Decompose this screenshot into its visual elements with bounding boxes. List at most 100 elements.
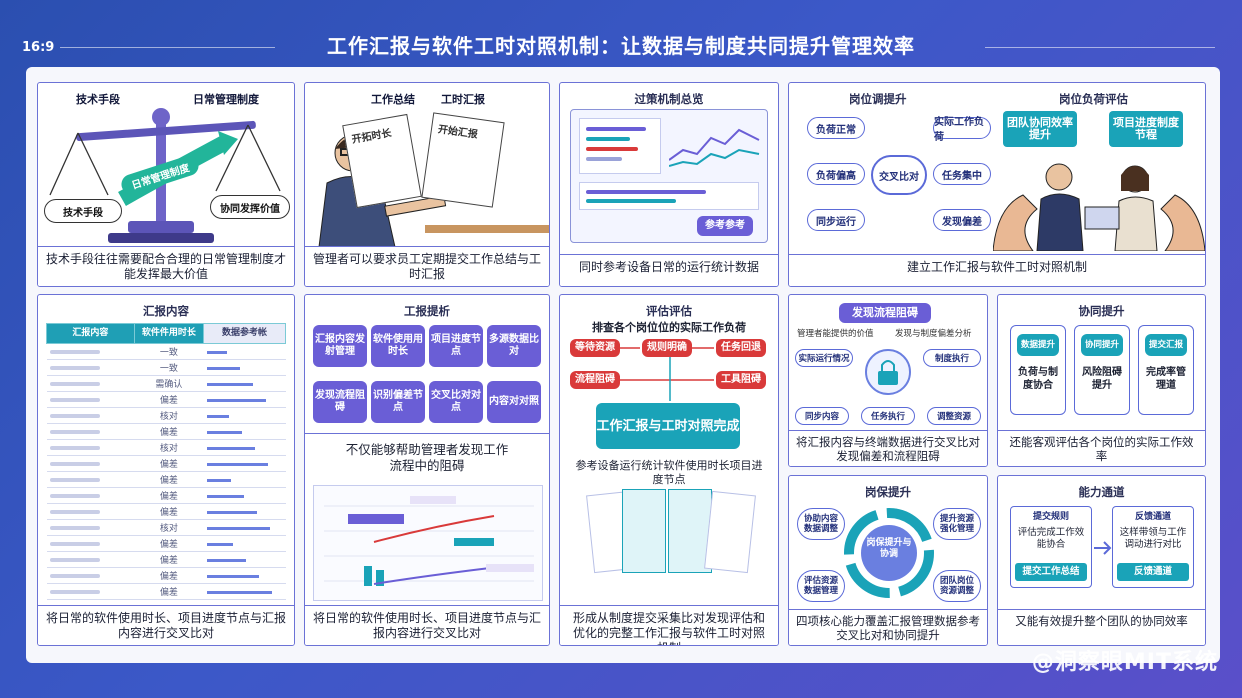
metric-card: 协同提升 风险阻碍提升: [1074, 325, 1130, 415]
flow-arrows-icon: [620, 347, 714, 401]
arrow-right-icon: [1094, 541, 1112, 555]
panel-title: 反馈通道: [1134, 512, 1171, 522]
center-complete-box: 工作汇报与工时对照完成: [596, 403, 740, 449]
reference-button[interactable]: 参考参考: [697, 216, 753, 236]
cell-content: [46, 567, 135, 584]
caption: 四项核心能力覆盖汇报管理数据参考交叉比对和协同提升: [789, 609, 987, 645]
card-report-content-table: 汇报内容 汇报内容 软件件用时长 数据参考帐 一致一致需确认偏差核对偏差核对偏差…: [37, 294, 295, 646]
card-tech-vs-management: 技术手段 日常管理制度 日常管理制度 技术手段 协同发挥价值 技术手段往往需要配…: [37, 82, 295, 287]
cell-content: [46, 359, 135, 376]
title-chip: 发现流程阻碍: [839, 303, 931, 323]
cell-reference: [203, 471, 286, 488]
card-title: 评估评估: [646, 304, 692, 318]
table-row: 偏差: [46, 567, 286, 584]
node-f: 调整资源: [927, 407, 981, 425]
infographic-board: 技术手段 日常管理制度 日常管理制度 技术手段 协同发挥价值 技术手段往往需要配…: [26, 67, 1220, 663]
submit-summary-button[interactable]: 提交工作总结: [1015, 563, 1087, 581]
cell-content: [46, 375, 135, 392]
line-chart-icon: [669, 128, 760, 167]
caption: 建立工作汇报与软件工时对照机制: [789, 254, 1205, 286]
table-row: 偏差: [46, 471, 286, 488]
cell-status: 需确认: [134, 375, 204, 392]
cell-reference: [203, 391, 286, 408]
chip-cross-compare: 交叉比对对点: [429, 381, 483, 423]
table-row: 偏差: [46, 583, 286, 600]
card-title: 协同提升: [1078, 304, 1125, 318]
project-progress-box: 项目进度制度节程: [1109, 111, 1183, 147]
chip-deviation-node: 识别偏差节点: [371, 381, 425, 423]
timeline-icon: [324, 496, 534, 586]
col-header: 汇报内容: [46, 323, 135, 344]
cycle-center: 岗保提升与协调: [866, 538, 912, 559]
cell-reference: [203, 343, 286, 360]
document-left: 开拓时长: [342, 113, 422, 209]
chip-content-compare: 内容对对照: [487, 381, 541, 423]
table-row: 核对: [46, 519, 286, 536]
cell-status: 偏差: [134, 455, 204, 472]
chip-flow-blocker: 发现流程阻碍: [313, 381, 367, 423]
col-header: 数据参考帐: [203, 323, 286, 344]
cell-content: [46, 535, 135, 552]
node-deviation: 发现偏差: [933, 209, 991, 231]
chip-report-content: 汇报内容发射管理: [313, 325, 367, 367]
metric-badge: 数据提升: [1017, 334, 1059, 356]
card-title: 能力通道: [1078, 485, 1125, 499]
card-cross-compare: 岗位调提升 岗位负荷评估 负荷正常 负荷偏高 同步运行 交叉比对 实际工作负荷 …: [788, 82, 1206, 287]
cell-status: 偏差: [134, 551, 204, 568]
cell-reference: [203, 503, 286, 520]
cell-reference: [203, 487, 286, 504]
mid-text: 不仅能够帮助管理者发现工作流程中的阻碍: [305, 433, 549, 482]
card-title: 汇报内容: [143, 304, 189, 318]
caption: 又能有效提升整个团队的协同效率: [998, 609, 1205, 645]
feedback-channel-button[interactable]: 反馈通道: [1117, 563, 1189, 581]
table-row: 偏差: [46, 423, 286, 440]
cell-status: 偏差: [134, 583, 204, 600]
node-3: 评估资源数据管理: [797, 570, 845, 602]
header: 16:9 工作汇报与软件工时对照机制：让数据与制度共同提升管理效率: [0, 0, 1242, 66]
cell-content: [46, 407, 135, 424]
node-e: 任务执行: [861, 407, 915, 425]
panel-body: 这样带领与工作调动进行对比: [1119, 527, 1187, 550]
title-right: 岗位负荷评估: [1059, 92, 1128, 106]
node-c: 制度执行: [923, 349, 981, 367]
node-sync: 同步运行: [807, 209, 865, 231]
table-row: 一致: [46, 343, 286, 360]
panel-title: 提交规则: [1032, 512, 1069, 522]
metric-badge: 协同提升: [1081, 334, 1123, 356]
card-report-submission: 工作总结 工时汇报 开拓时长 开始汇报 管理者可以要求员工定期提交工作总结与工时…: [304, 82, 550, 287]
timeline-chart: [313, 485, 543, 601]
submit-panel: 提交规则 评估完成工作效能协合 提交工作总结: [1010, 506, 1092, 588]
card-capability-channel: 能力通道 提交规则 评估完成工作效能协合 提交工作总结 反馈通道 这样带领与工作…: [997, 475, 1206, 646]
node-concentrated: 任务集中: [933, 163, 991, 185]
cell-reference: [203, 375, 286, 392]
cell-content: [46, 439, 135, 456]
cell-status: 偏差: [134, 391, 204, 408]
chip-tool-block: 工具阻碍: [716, 371, 766, 389]
cell-content: [46, 343, 135, 360]
team-efficiency-box: 团队协同效率提升: [1003, 111, 1077, 147]
page-title: 工作汇报与软件工时对照机制：让数据与制度共同提升管理效率: [327, 34, 915, 58]
node-high: 负荷偏高: [807, 163, 865, 185]
card-collab-improve: 协同提升 数据提升 负荷与制度协合 协同提升 风险阻碍提升 提交汇报 完成率管理…: [997, 294, 1206, 467]
tag-work-summary: 工作总结: [371, 91, 415, 107]
card-flow-blocker: 发现流程阻碍 管理者能提供的价值 发现与制度偏差分析 实际运行情况 制度执行 同…: [788, 294, 988, 467]
chip-rollback: 任务回退: [716, 339, 766, 357]
cell-reference: [203, 551, 286, 568]
table-row: 偏差: [46, 391, 286, 408]
cycle-ring-icon: [844, 508, 934, 598]
subtitle: 排查各个岗位位的实际工作负荷: [592, 321, 746, 334]
chip-project-nodes: 项目进度节点: [429, 325, 483, 367]
cell-content: [46, 391, 135, 408]
card-post-improve: 岗保提升 岗保提升与协调 协助内容数据调整 提升资源强化管理 评估资源数据管理 …: [788, 475, 988, 646]
table-row: 偏差: [46, 455, 286, 472]
card-mechanism-overview: 过策机制总览 参考参考 同时参考设备日常的运行统计数据: [559, 82, 779, 287]
feedback-panel: 反馈通道 这样带领与工作调动进行对比 反馈通道: [1112, 506, 1194, 588]
table-row: 一致: [46, 359, 286, 376]
dashboard-panel: [579, 118, 661, 174]
label-analysis: 发现与制度偏差分析: [895, 329, 972, 339]
caption: 管理者可以要求员工定期提交工作总结与工时汇报: [305, 246, 549, 286]
title-left: 岗位调提升: [849, 92, 907, 106]
chip-rules-clear: 规则明确: [642, 339, 692, 357]
metric-card: 提交汇报 完成率管理道: [1138, 325, 1194, 415]
cell-status: 偏差: [134, 423, 204, 440]
